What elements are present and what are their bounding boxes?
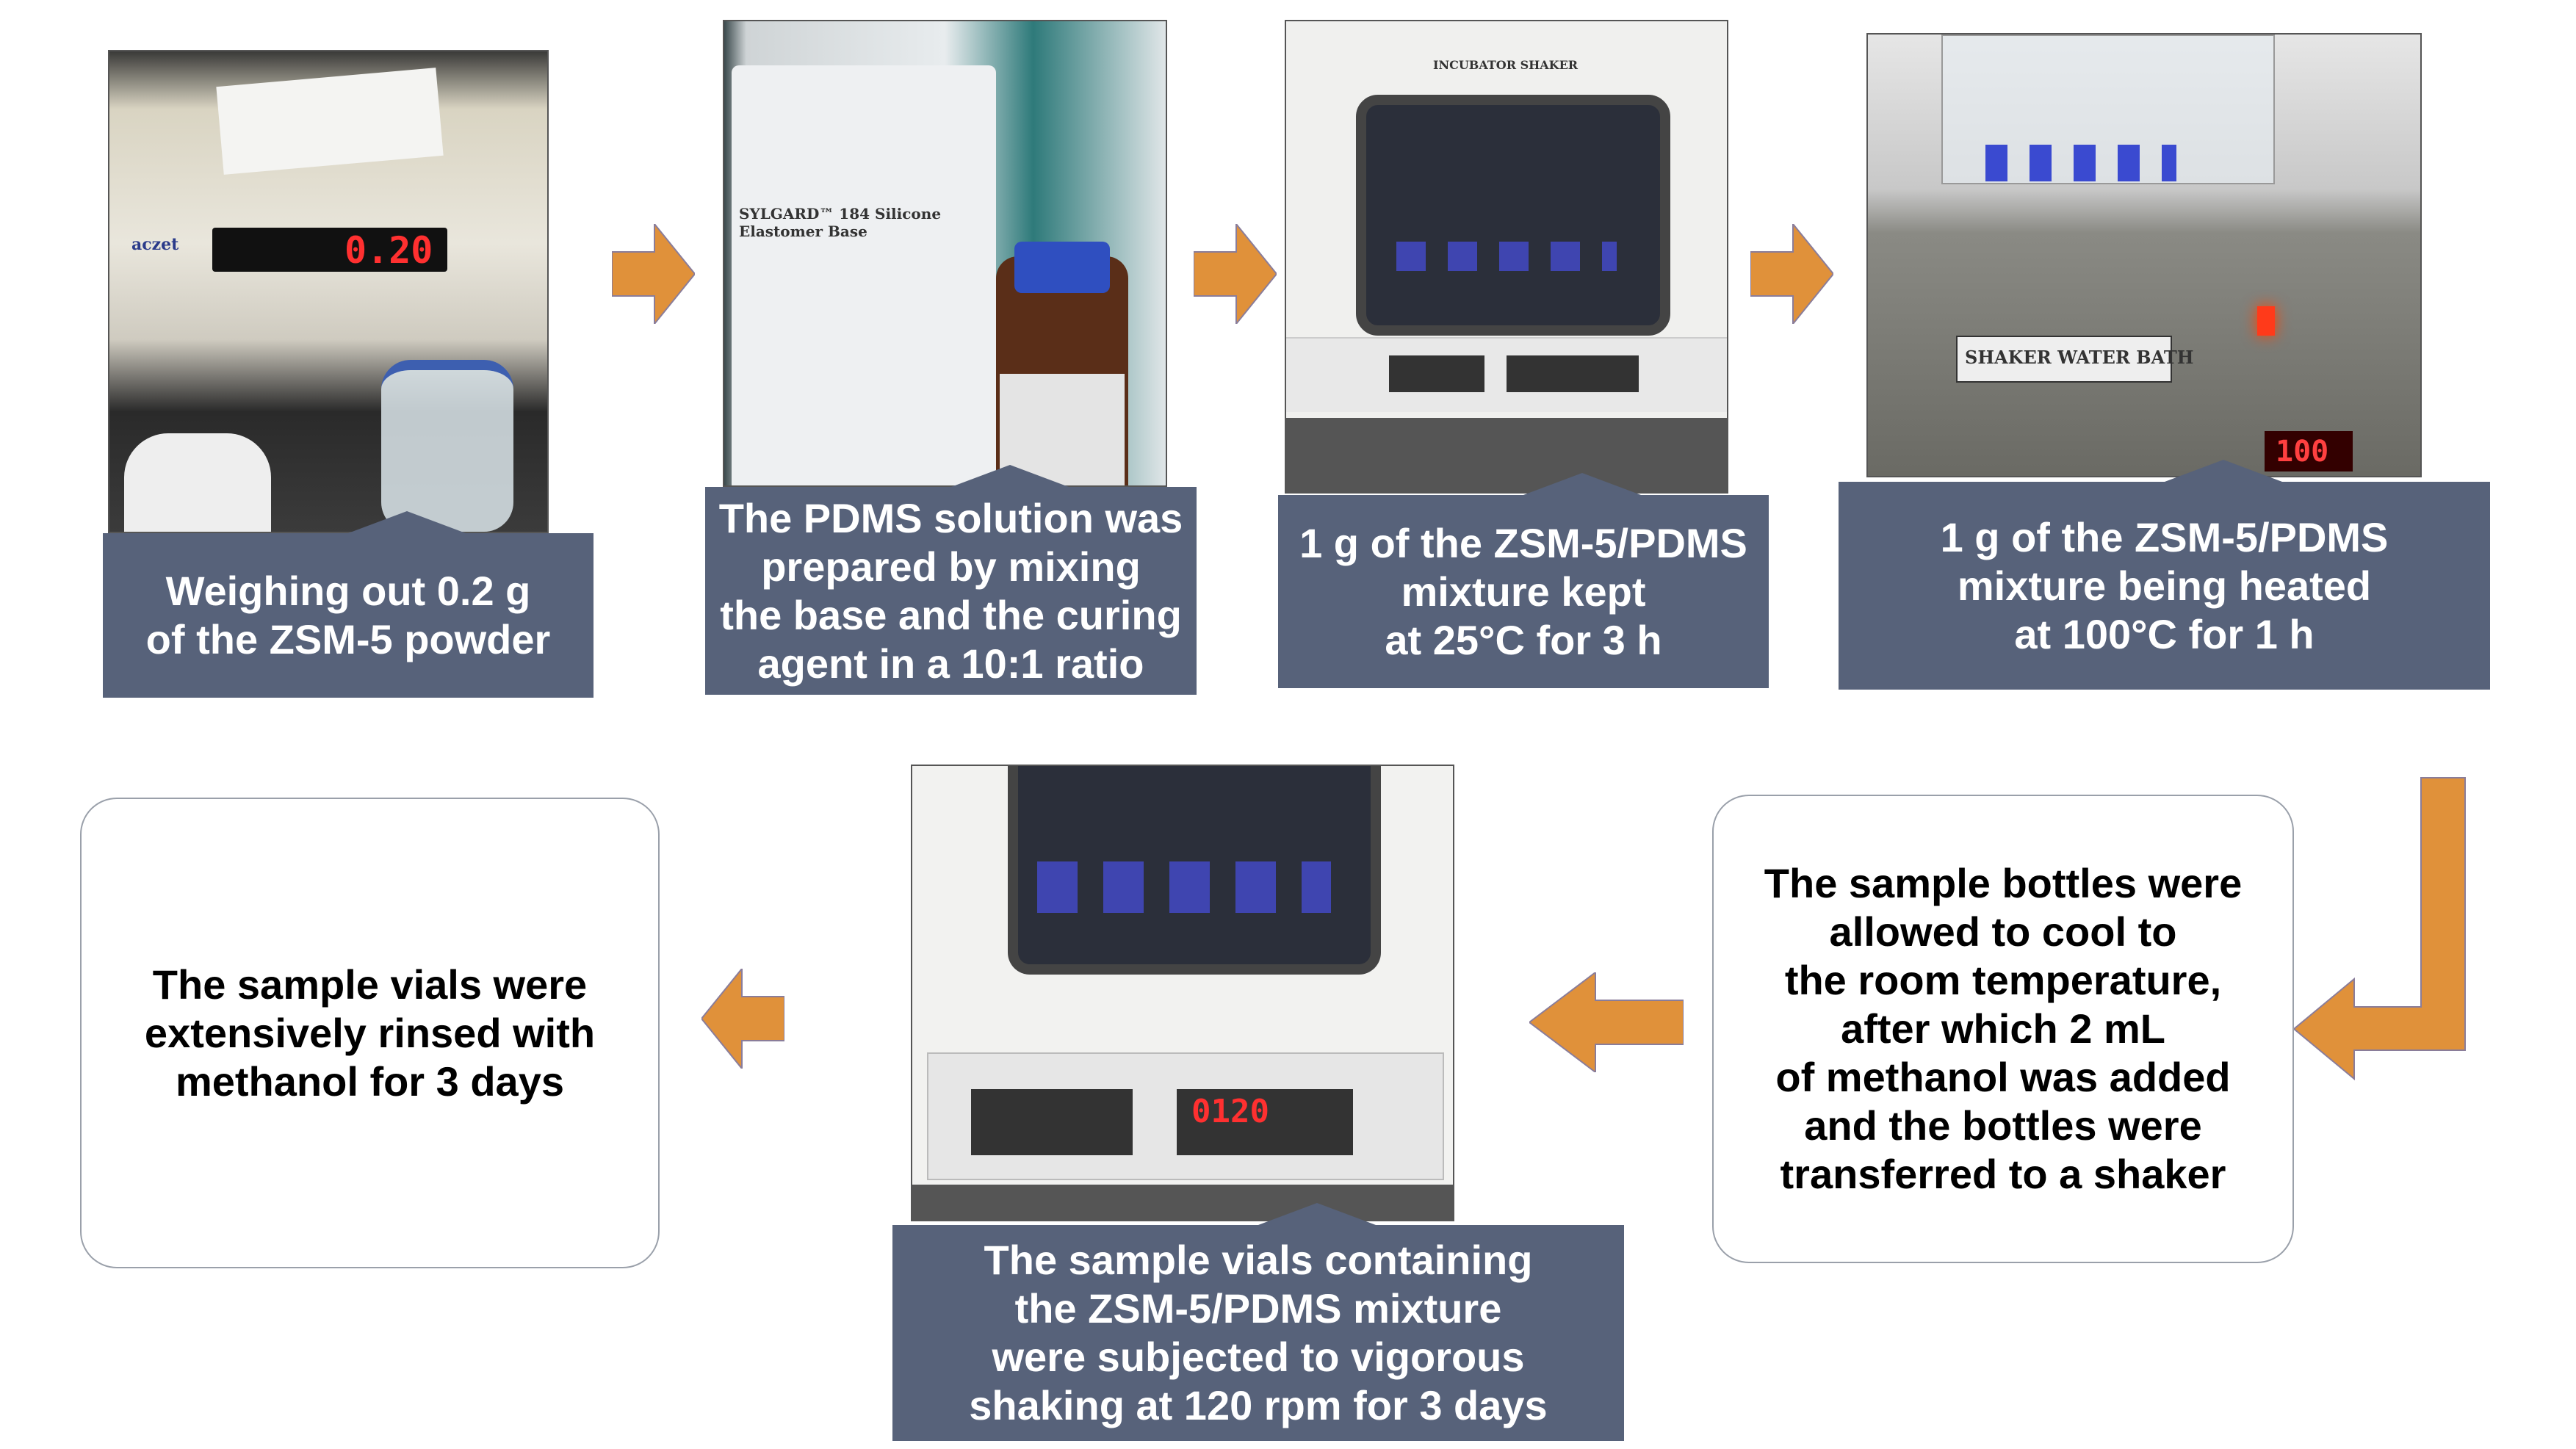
shaker-water-bath-photo: SHAKER WATER BATH 100	[1866, 33, 2422, 477]
incubator-label: INCUBATOR SHAKER	[1433, 58, 1579, 72]
pdms-bottles-photo: SYLGARD™ 184 Silicone Elastomer Base	[723, 20, 1167, 487]
arrow-down-left-icon	[2292, 777, 2466, 1081]
balance-brand: aczet	[131, 235, 179, 254]
step5-box: The sample bottles were allowed to cool …	[1712, 795, 2294, 1263]
arrow-left-icon	[1529, 972, 1684, 1072]
step7-box: The sample vials were extensively rinsed…	[80, 798, 660, 1268]
balance-reading: 0.20	[344, 229, 433, 272]
step4-caption: 1 g of the ZSM-5/PDMS mixture being heat…	[1839, 460, 2490, 690]
arrow-right-icon	[1750, 224, 1833, 324]
balance-display	[212, 228, 447, 272]
bath-nameplate	[1956, 336, 2172, 383]
balance-photo: 0.20 aczet	[108, 50, 549, 533]
step3-caption: 1 g of the ZSM-5/PDMS mixture kept at 25…	[1278, 473, 1769, 688]
shaker-incubator-photo: 0120	[911, 765, 1454, 1221]
step1-caption: Weighing out 0.2 g of the ZSM-5 powder	[103, 511, 594, 698]
shaker-rpm-display: 0120	[1191, 1093, 1269, 1130]
incubator-shaker-photo: INCUBATOR SHAKER	[1285, 20, 1728, 494]
arrow-right-icon	[612, 224, 695, 324]
pdms-bottle-label: SYLGARD™ 184 Silicone Elastomer Base	[739, 205, 942, 240]
step2-caption: The PDMS solution was prepared by mixing…	[705, 465, 1197, 695]
arrow-left-icon	[701, 969, 784, 1069]
arrow-right-icon	[1194, 224, 1277, 324]
bath-temperature-display: 100	[2276, 435, 2329, 469]
step6-caption: The sample vials containing the ZSM-5/PD…	[892, 1203, 1624, 1441]
bath-label: SHAKER WATER BATH	[1965, 347, 2194, 368]
